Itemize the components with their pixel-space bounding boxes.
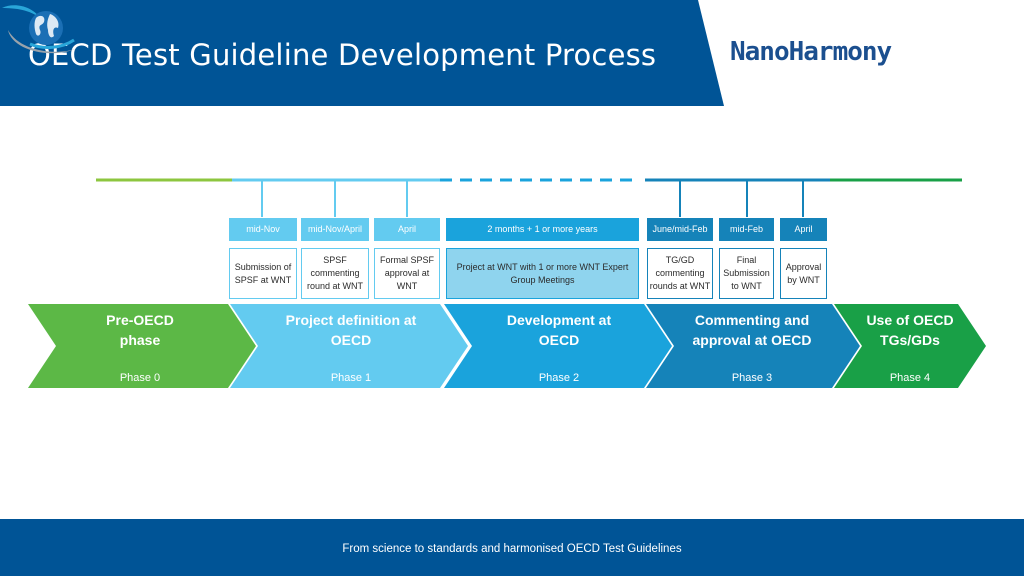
phase-0-chevron <box>28 304 256 388</box>
date-box: mid-Feb <box>719 218 774 241</box>
header-band: OECD Test Guideline Development Process … <box>0 0 1024 106</box>
phase-1-label: Phase 1 <box>330 372 372 384</box>
date-label: April <box>397 224 416 234</box>
phase-3-label: Phase 3 <box>731 372 773 384</box>
date-box: mid-Nov/April <box>301 218 369 241</box>
date-label: June/mid-Feb <box>652 224 708 234</box>
step-box: TG/GD commenting rounds at WNT <box>647 248 713 299</box>
step-label: Final Submission to WNT <box>723 255 770 291</box>
date-label: April <box>794 224 813 234</box>
date-box: 2 months + 1 or more years <box>446 218 639 241</box>
date-label: mid-Nov/April <box>307 224 362 234</box>
date-label: mid-Feb <box>729 224 763 234</box>
date-box: June/mid-Feb <box>647 218 713 241</box>
phase-1-chevron <box>230 304 468 388</box>
phase-0-title: Pre-OECD phase <box>106 312 174 348</box>
phase-4-chevron <box>834 304 986 388</box>
phase-3-title: Commenting and approval at OECD <box>692 312 812 348</box>
footer-text: From science to standards and harmonised… <box>342 543 682 555</box>
step-box: Formal SPSF approval at WNT <box>374 248 440 299</box>
step-label: Submission of SPSF at WNT <box>234 261 292 285</box>
nanoharmony-logo-text: NanoHarmony <box>730 37 892 67</box>
header-background <box>0 0 724 106</box>
step-box: Final Submission to WNT <box>719 248 774 299</box>
step-label: Approval by WNT <box>785 261 822 285</box>
step-box: Submission of SPSF at WNT <box>229 248 297 299</box>
date-label: 2 months + 1 or more years <box>487 224 598 234</box>
date-box: April <box>374 218 440 241</box>
date-box: April <box>780 218 827 241</box>
footer-band <box>0 519 1024 576</box>
phase-2-label: Phase 2 <box>538 372 580 384</box>
step-label: TG/GD commenting rounds at WNT <box>649 255 711 291</box>
timeline-connector <box>96 178 962 217</box>
date-box: mid-Nov <box>229 218 297 241</box>
page-title: OECD Test Guideline Development Process <box>28 38 657 72</box>
phase-1-title: Project definition at OECD <box>285 312 417 348</box>
globe-logo-icon <box>2 5 78 54</box>
phase-chevron-row <box>28 304 986 388</box>
phase-2-title: Development at OECD <box>506 312 612 348</box>
step-label: SPSF commenting round at WNT <box>306 255 364 291</box>
step-box: SPSF commenting round at WNT <box>301 248 369 299</box>
phase-0-label: Phase 0 <box>119 372 161 384</box>
step-label: Project at WNT with 1 or more WNT Expert… <box>456 261 629 285</box>
phase-2-chevron <box>444 304 672 388</box>
date-label: mid-Nov <box>246 224 280 234</box>
phase-3-chevron <box>646 304 860 388</box>
phase-4-title: Use of OECD TGs/GDs <box>866 312 954 348</box>
phase-4-label: Phase 4 <box>889 372 931 384</box>
step-box: Project at WNT with 1 or more WNT Expert… <box>446 248 639 299</box>
step-label: Formal SPSF approval at WNT <box>379 255 434 291</box>
step-box: Approval by WNT <box>780 248 827 299</box>
